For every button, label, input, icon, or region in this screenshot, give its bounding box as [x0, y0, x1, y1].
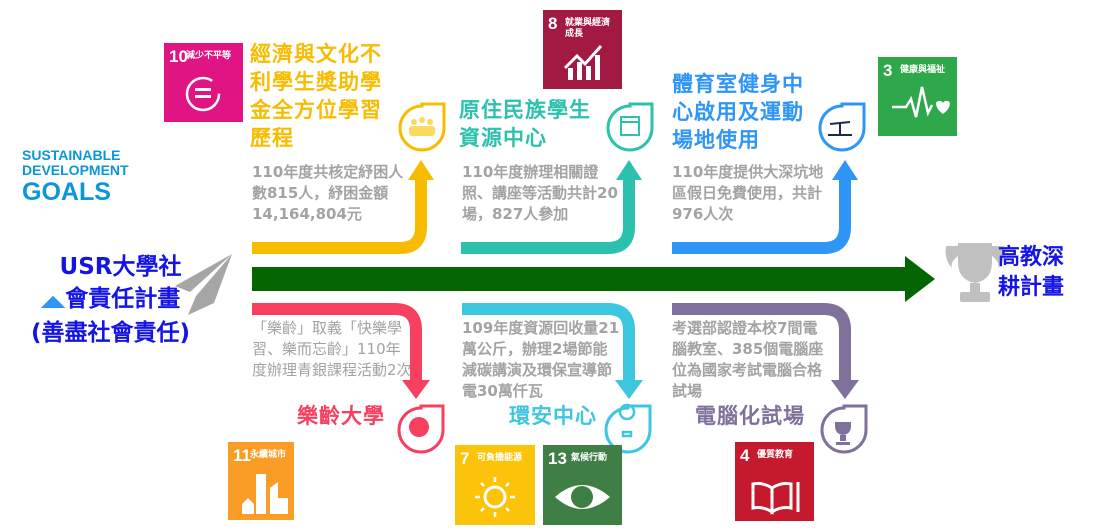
gymnast-icon: [818, 102, 866, 152]
usr-title: USR大學社 ◢◣會責任計畫 (善盡社會責任): [30, 254, 191, 346]
arrow-pink: [252, 303, 422, 380]
item-title: 電腦化試場: [695, 404, 805, 428]
sdg-logo: SUSTAINABLE DEVELOPMENT GOALS: [22, 147, 129, 207]
heartbeat-icon: [892, 86, 950, 118]
paper-plane-icon: [175, 254, 232, 315]
growth-chart-icon: [563, 45, 603, 80]
trophy-phone-icon: [945, 243, 1005, 302]
arrow-teal: [461, 176, 635, 254]
item-desc: 110年度辦理相關證照、講座等活動共計20場，827人參加: [462, 163, 618, 223]
item-desc: 考選部認證本校7間電腦教室、385個電腦座位為國家考試電腦合格試場: [672, 319, 824, 400]
item-title: 經濟與文化不利學生獎助學金全方位學習歷程: [250, 42, 382, 150]
item-desc: 110年度提供大深坑地區假日免費使用，共計976人次: [672, 163, 824, 223]
item-desc: 109年度資源回收量21萬公斤，辦理2場節能減碳講演及環保宣導節電30萬仟瓦: [462, 319, 620, 400]
item-desc: 「樂齡」取義「快樂學習、樂而忘齡」110年度辦理青銀課程活動2次: [252, 319, 412, 379]
item-title: 體育室健身中心啟用及運動場地使用: [672, 72, 804, 152]
main-arrow: [252, 267, 907, 291]
sun-power-icon: [475, 477, 515, 517]
goal-title: 高教深耕計畫: [998, 245, 1065, 300]
arrow-cyan: [462, 303, 635, 380]
chart-area-icon: ◢◣: [40, 291, 66, 310]
book-icon: [751, 482, 800, 515]
arrow-blue: [672, 176, 851, 254]
calendar-icon: [606, 102, 654, 152]
equality-icon: [185, 76, 221, 112]
city-icon: [242, 474, 288, 514]
eye-globe-icon: [555, 485, 610, 509]
arrow-purple: [672, 303, 851, 380]
arrow-yellow: [252, 176, 427, 254]
item-title: 環安中心: [509, 404, 597, 428]
item-title: 原住民族學生資源中心: [459, 98, 591, 150]
item-title: 樂齡大學: [297, 404, 385, 428]
item-desc: 110年度共核定紓困人數815人，紓困金額14,164,804元: [252, 163, 404, 223]
